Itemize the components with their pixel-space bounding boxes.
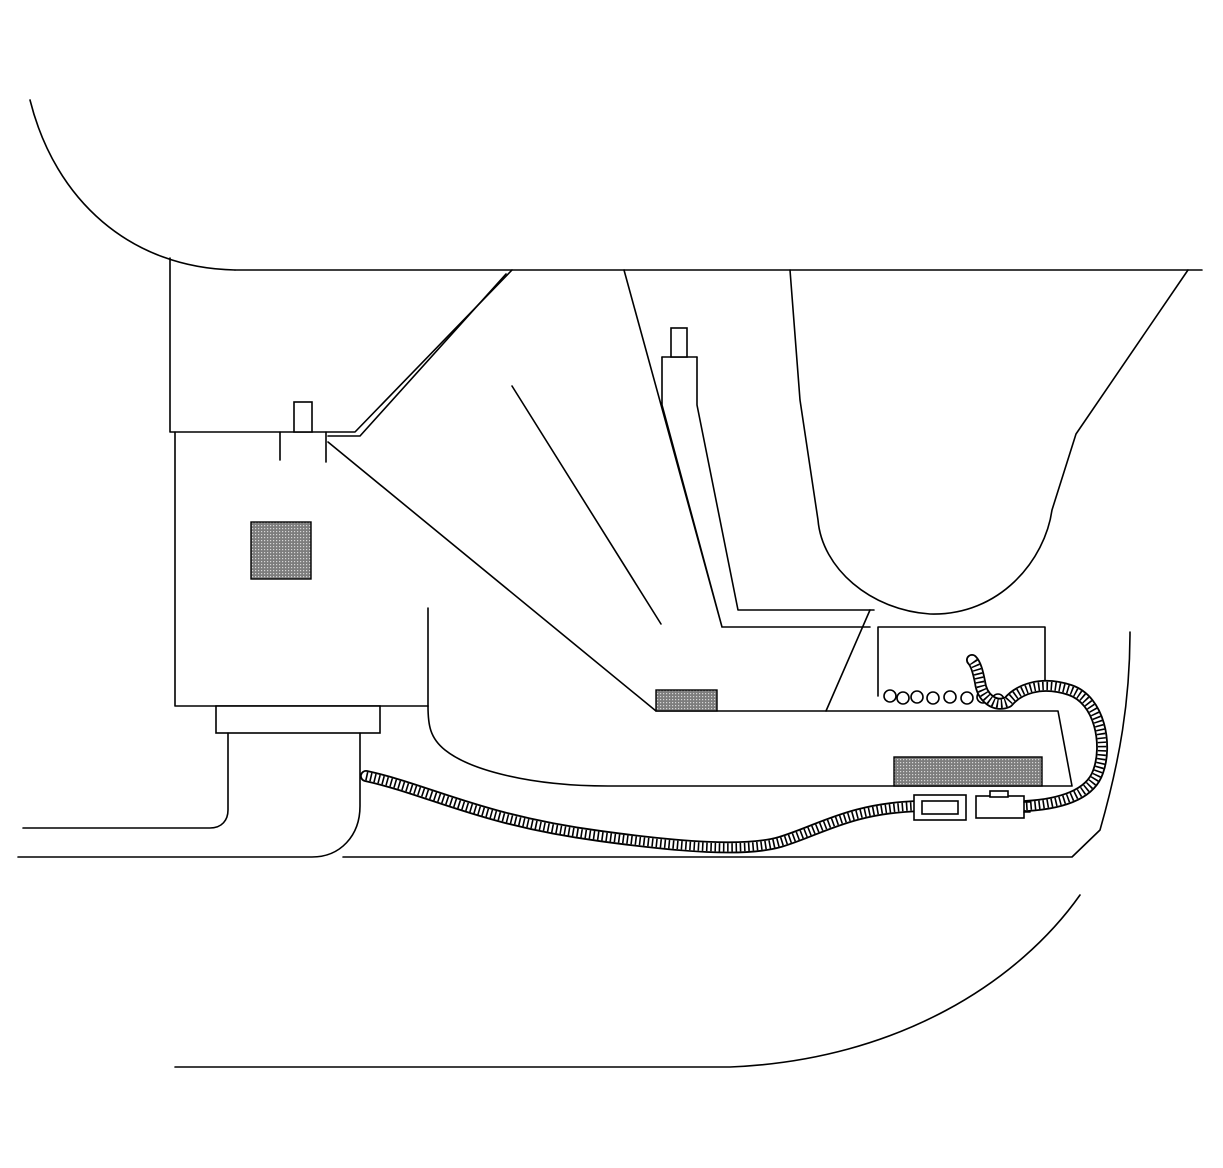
right-module-box	[877, 626, 1046, 697]
wheel-arch-lower-right	[789, 269, 1189, 615]
left-upper-panel-inner	[327, 273, 507, 437]
connector-left	[913, 794, 967, 821]
stud-left-flange	[279, 431, 327, 463]
stud-left	[293, 401, 313, 433]
upper-vertical-bracket	[623, 269, 875, 628]
arch-brace-line	[825, 609, 871, 712]
right-lower-body	[342, 631, 1131, 858]
connector-right	[975, 790, 1031, 819]
mounting-pad-left	[250, 521, 312, 580]
wheel-arch-upper-left	[29, 99, 236, 271]
left-rail-lower	[17, 732, 361, 858]
mounting-pad-center	[655, 689, 718, 712]
bottom-wheel-arch	[174, 894, 1081, 1068]
stud-upper	[670, 327, 688, 358]
wiring-harness	[360, 654, 1109, 854]
left-bracket-foot	[215, 705, 381, 734]
left-rail-upper	[22, 732, 229, 829]
diagonal-line-short	[511, 385, 662, 625]
left-upper-panel	[169, 257, 513, 433]
diagonal-member	[327, 441, 1073, 787]
mounting-pad-right	[893, 756, 1043, 787]
